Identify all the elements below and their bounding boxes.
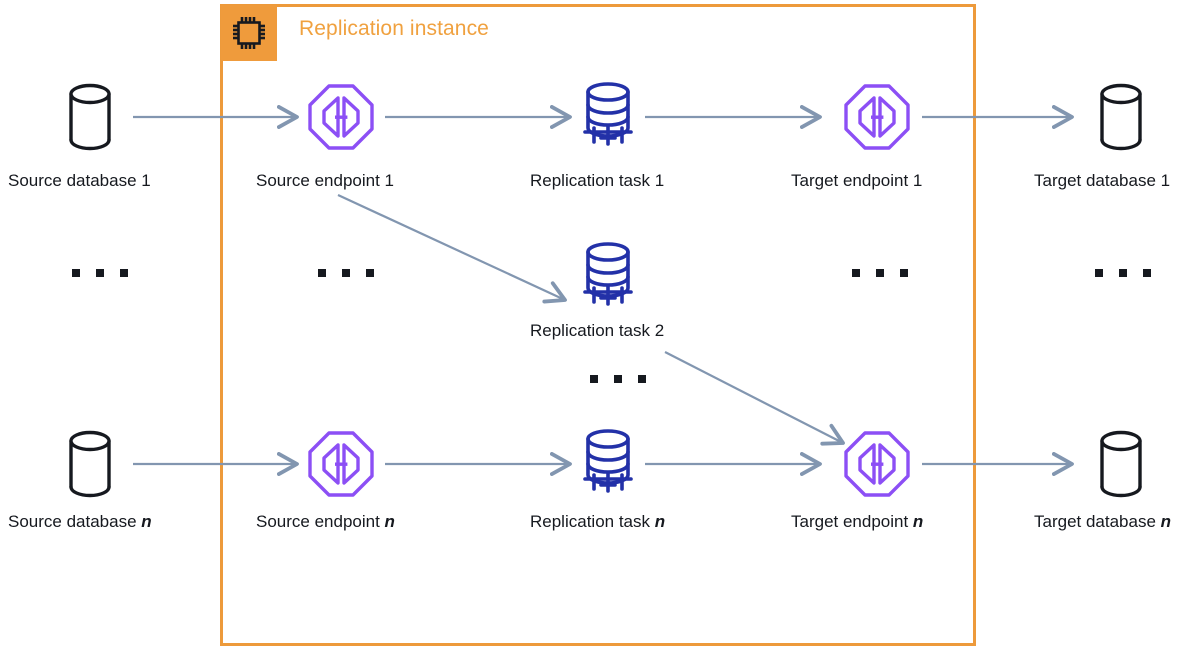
endpoint-octagon-icon [281, 78, 401, 156]
label-target-database-n: Target database n [1034, 512, 1172, 531]
node-target-database-1 [1061, 78, 1181, 156]
label-target-endpoint-1: Target endpoint 1 [791, 171, 923, 190]
ellipsis-target-endpoint [852, 269, 908, 277]
node-source-endpoint-n [281, 425, 401, 503]
replication-instance-title: Replication instance [299, 17, 489, 40]
n-variable: n [384, 512, 395, 531]
node-target-database-n [1061, 425, 1181, 503]
ellipsis-target-database [1095, 269, 1151, 277]
endpoint-octagon-icon [281, 425, 401, 503]
label-replication-task-n: Replication task n [530, 512, 666, 531]
replication-instance-boundary [220, 4, 976, 646]
node-source-database-1 [30, 78, 150, 156]
node-replication-task-1 [548, 78, 668, 156]
node-source-endpoint-1 [281, 78, 401, 156]
n-variable: n [1160, 512, 1172, 531]
n-variable: n [654, 512, 666, 531]
endpoint-octagon-icon [817, 425, 937, 503]
ellipsis-replication-task [590, 375, 646, 383]
cpu-chip-icon [221, 5, 277, 61]
label-source-database-1: Source database 1 [8, 171, 151, 190]
database-cylinder-icon [1061, 78, 1181, 156]
database-cylinder-icon [30, 425, 150, 503]
label-source-endpoint-1: Source endpoint 1 [256, 171, 394, 190]
label-source-endpoint-n: Source endpoint n [256, 512, 395, 531]
label-replication-task-2: Replication task 2 [530, 321, 665, 340]
node-target-endpoint-n [817, 425, 937, 503]
n-variable: n [141, 512, 152, 531]
n-variable: n [912, 512, 924, 531]
ellipsis-source-endpoint [318, 269, 374, 277]
replication-task-icon [548, 425, 668, 503]
replication-task-icon [548, 238, 668, 316]
node-source-database-n [30, 425, 150, 503]
ellipsis-source-database [72, 269, 128, 277]
node-replication-task-n [548, 425, 668, 503]
replication-task-icon [548, 78, 668, 156]
database-cylinder-icon [1061, 425, 1181, 503]
label-target-database-1: Target database 1 [1034, 171, 1171, 190]
label-replication-task-1: Replication task 1 [530, 171, 665, 190]
label-source-database-n: Source database n [8, 512, 152, 531]
node-target-endpoint-1 [817, 78, 937, 156]
database-cylinder-icon [30, 78, 150, 156]
node-replication-task-2 [548, 238, 668, 316]
endpoint-octagon-icon [817, 78, 937, 156]
label-target-endpoint-n: Target endpoint n [791, 512, 924, 531]
